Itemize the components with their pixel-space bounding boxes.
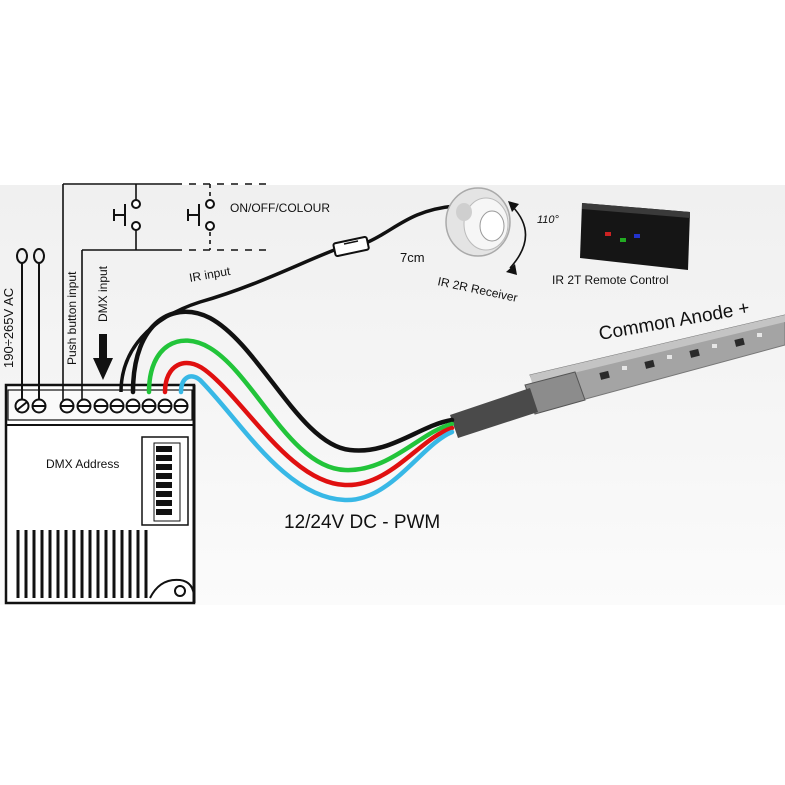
ir-receiver-icon: [445, 187, 511, 257]
ir-receiver-label: IR 2R Receiver: [436, 274, 518, 305]
push-button-input-label: Push button input: [65, 271, 79, 365]
on-off-colour-label: ON/OFF/COLOUR: [230, 201, 330, 215]
controller-box: DMX Address: [4, 383, 196, 605]
wire-red: [162, 360, 455, 488]
wire-black: [130, 309, 455, 453]
ac-input-label: 190÷265V AC: [1, 288, 16, 368]
push-button-switch-1: [113, 199, 141, 231]
angle-label: 110°: [537, 214, 560, 226]
rgb-output-wires: [130, 309, 455, 503]
wire-blue: [178, 374, 455, 503]
ac-input-wires: [16, 248, 45, 400]
ir-input-label: IR input: [188, 264, 232, 285]
angle-arc: [506, 201, 527, 275]
ir-input-cable: [119, 244, 346, 393]
remote-control-label: IR 2T Remote Control: [552, 273, 669, 287]
dmx-input-label: DMX input: [96, 265, 110, 322]
dmx-address-dip-switch: [141, 436, 189, 526]
cable-length-label: 7cm: [400, 250, 425, 265]
pwm-output-label: 12/24V DC - PWM: [284, 512, 440, 533]
wire-green: [146, 338, 455, 473]
led-strip: [450, 314, 785, 438]
inline-connector-icon: [332, 235, 370, 258]
terminal-screws: [14, 398, 189, 414]
dmx-address-label: DMX Address: [46, 457, 119, 471]
receiver-cable: [367, 204, 456, 244]
cable-sleeve: [450, 388, 538, 438]
down-arrow-icon: [93, 334, 113, 380]
heat-sink: [16, 530, 148, 598]
remote-control-icon: [580, 203, 690, 270]
push-button-wiring: [62, 183, 270, 400]
push-button-switch-2: [187, 199, 215, 231]
terminal-block: [7, 389, 193, 421]
